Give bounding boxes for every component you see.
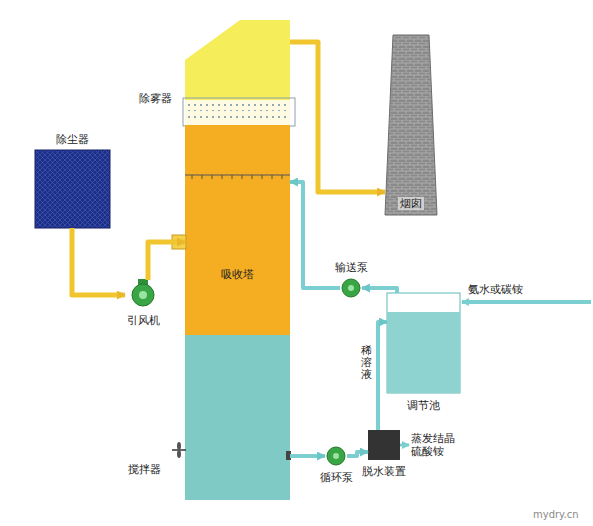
pump-symbol	[342, 279, 360, 297]
fan-symbol	[132, 279, 154, 306]
node-label: 引风机	[127, 314, 160, 327]
liquid-pipe	[290, 454, 325, 458]
dehydrator: 脱水装置	[368, 430, 400, 460]
feed-line	[462, 300, 591, 304]
fan: 引风机	[125, 280, 161, 310]
flue-gas-duct	[290, 42, 385, 192]
dehydrator	[368, 430, 400, 460]
node-label: 吸收塔	[221, 268, 254, 281]
tank	[387, 293, 460, 393]
edge-label: 稀溶液	[361, 345, 372, 381]
absorption-tower: 吸收塔	[185, 20, 290, 500]
tower-sump	[185, 335, 290, 500]
chimney	[385, 35, 437, 215]
demister	[185, 100, 290, 125]
dust-collector: 除尘器	[35, 150, 110, 228]
watermark: mydry.cn	[533, 508, 579, 521]
flue-gas-duct	[72, 228, 125, 295]
tower-top	[185, 20, 290, 100]
product-label: 蒸发结晶 硫酸铵	[411, 432, 461, 458]
node-label: 循环泵	[320, 471, 353, 484]
liquid-pipe	[347, 452, 368, 456]
circulation-pump: 循环泵	[325, 446, 347, 466]
part-label: 氨水或碳铵	[468, 283, 523, 296]
node-label: 烟囱	[398, 197, 424, 210]
part-label: 除雾器	[139, 92, 172, 105]
node-label: 调节池	[407, 399, 440, 412]
transfer-pump: 输送泵	[340, 278, 362, 298]
pump-symbol	[327, 447, 345, 465]
node-label: 除尘器	[56, 133, 89, 146]
tower-body	[185, 125, 290, 335]
regulating-tank: 调节池	[387, 293, 460, 393]
part-label: 搅拌器	[128, 463, 161, 476]
liquid-pipe	[378, 322, 387, 430]
product-line	[400, 444, 409, 447]
chimney: 烟囱	[385, 35, 437, 215]
node-label: 输送泵	[335, 261, 368, 274]
node-label: 脱水装置	[362, 465, 406, 478]
agitator	[172, 442, 186, 458]
dust-collector	[35, 150, 110, 228]
flue-gas-duct	[148, 242, 185, 280]
liquid-pipe	[290, 182, 340, 288]
liquid-pipe	[362, 288, 397, 293]
